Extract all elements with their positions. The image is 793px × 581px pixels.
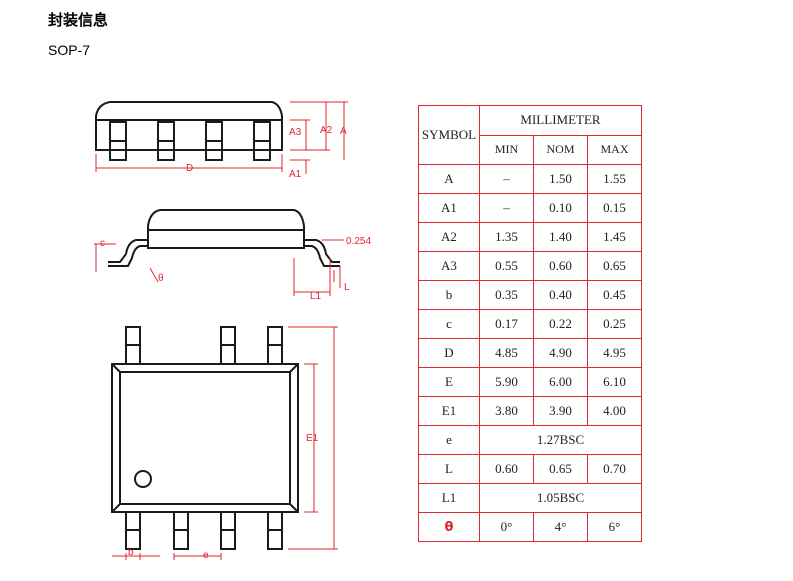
dim-E1-label: E1 <box>306 433 319 444</box>
row-max: 0.15 <box>587 193 642 223</box>
col-nom-header: NOM <box>533 134 588 165</box>
row-min: 3.80 <box>479 396 534 426</box>
row-max: 1.55 <box>587 164 642 194</box>
row-max: 0.70 <box>587 454 642 484</box>
dim-A-label: A <box>340 126 347 137</box>
table-row: A – 1.50 1.55 <box>418 164 642 194</box>
dim-c-label: c <box>100 238 105 249</box>
row-symbol: D <box>418 338 480 368</box>
row-min: 1.35 <box>479 222 534 252</box>
row-symbol: A3 <box>418 251 480 281</box>
row-span-value: 1.27BSC <box>479 425 642 455</box>
row-symbol: b <box>418 280 480 310</box>
row-nom: 1.50 <box>533 164 588 194</box>
row-span-value: 1.05BSC <box>479 483 642 513</box>
row-min: – <box>479 164 534 194</box>
pin1-marker <box>134 470 152 488</box>
col-min-header: MIN <box>479 134 534 165</box>
row-min: – <box>479 193 534 223</box>
row-symbol: θ <box>418 512 480 542</box>
row-symbol: e <box>418 425 480 455</box>
table-row: b 0.35 0.40 0.45 <box>418 280 642 310</box>
row-nom: 0.65 <box>533 454 588 484</box>
table-row: L1 1.05BSC <box>418 483 642 513</box>
dim-A2-label: A2 <box>320 125 333 136</box>
row-nom: 4° <box>533 512 588 542</box>
row-min: 4.85 <box>479 338 534 368</box>
table-row: E1 3.80 3.90 4.00 <box>418 396 642 426</box>
row-symbol: L1 <box>418 483 480 513</box>
row-nom: 0.60 <box>533 251 588 281</box>
row-max: 1.45 <box>587 222 642 252</box>
table-row: A2 1.35 1.40 1.45 <box>418 222 642 252</box>
row-max: 0.25 <box>587 309 642 339</box>
row-min: 0.55 <box>479 251 534 281</box>
dim-e-label: e <box>203 550 209 561</box>
row-symbol: E1 <box>418 396 480 426</box>
row-nom: 0.10 <box>533 193 588 223</box>
row-symbol: A1 <box>418 193 480 223</box>
row-min: 0.17 <box>479 309 534 339</box>
row-nom: 0.22 <box>533 309 588 339</box>
row-min: 0.60 <box>479 454 534 484</box>
row-symbol: A <box>418 164 480 194</box>
table-row: e 1.27BSC <box>418 425 642 455</box>
package-name: SOP-7 <box>48 42 91 58</box>
side-view-body <box>95 101 283 151</box>
row-min: 5.90 <box>479 367 534 397</box>
row-symbol: c <box>418 309 480 339</box>
dim-gauge-label: 0.254 <box>346 236 371 247</box>
row-nom: 1.40 <box>533 222 588 252</box>
row-nom: 4.90 <box>533 338 588 368</box>
row-nom: 0.40 <box>533 280 588 310</box>
row-nom: 6.00 <box>533 367 588 397</box>
dim-theta-label: θ <box>158 273 164 284</box>
table-row: θ 0° 4° 6° <box>418 512 642 542</box>
table-row: L 0.60 0.65 0.70 <box>418 454 642 484</box>
top-view-outer-body <box>111 363 299 513</box>
row-symbol: E <box>418 367 480 397</box>
row-max: 4.00 <box>587 396 642 426</box>
row-symbol: A2 <box>418 222 480 252</box>
table-row: A1 – 0.10 0.15 <box>418 193 642 223</box>
row-min: 0° <box>479 512 534 542</box>
row-max: 0.45 <box>587 280 642 310</box>
dim-A1-label: A1 <box>289 169 302 180</box>
row-max: 4.95 <box>587 338 642 368</box>
row-max: 0.65 <box>587 251 642 281</box>
row-symbol: L <box>418 454 480 484</box>
row-nom: 3.90 <box>533 396 588 426</box>
row-min: 0.35 <box>479 280 534 310</box>
dim-L-label: L <box>344 282 350 293</box>
dimension-table: SYMBOL MILLIMETER MIN NOM MAX A – 1.50 1… <box>418 105 642 542</box>
table-row: D 4.85 4.90 4.95 <box>418 338 642 368</box>
table-row: E 5.90 6.00 6.10 <box>418 367 642 397</box>
table-row: c 0.17 0.22 0.25 <box>418 309 642 339</box>
row-max: 6.10 <box>587 367 642 397</box>
end-view-lead-left <box>108 239 148 263</box>
table-row: A3 0.55 0.60 0.65 <box>418 251 642 281</box>
dim-L1-label: L1 <box>310 291 322 302</box>
end-view-lead-right <box>304 239 340 263</box>
col-max-header: MAX <box>587 134 642 165</box>
dim-D-label: D <box>186 163 193 174</box>
symbol-header: SYMBOL <box>418 105 480 165</box>
dim-b-label: b <box>128 547 134 558</box>
unit-header: MILLIMETER <box>479 105 642 136</box>
end-view-body <box>147 209 305 249</box>
section-heading: 封装信息 <box>48 11 109 29</box>
dim-A3-label: A3 <box>289 127 302 138</box>
row-max: 6° <box>587 512 642 542</box>
